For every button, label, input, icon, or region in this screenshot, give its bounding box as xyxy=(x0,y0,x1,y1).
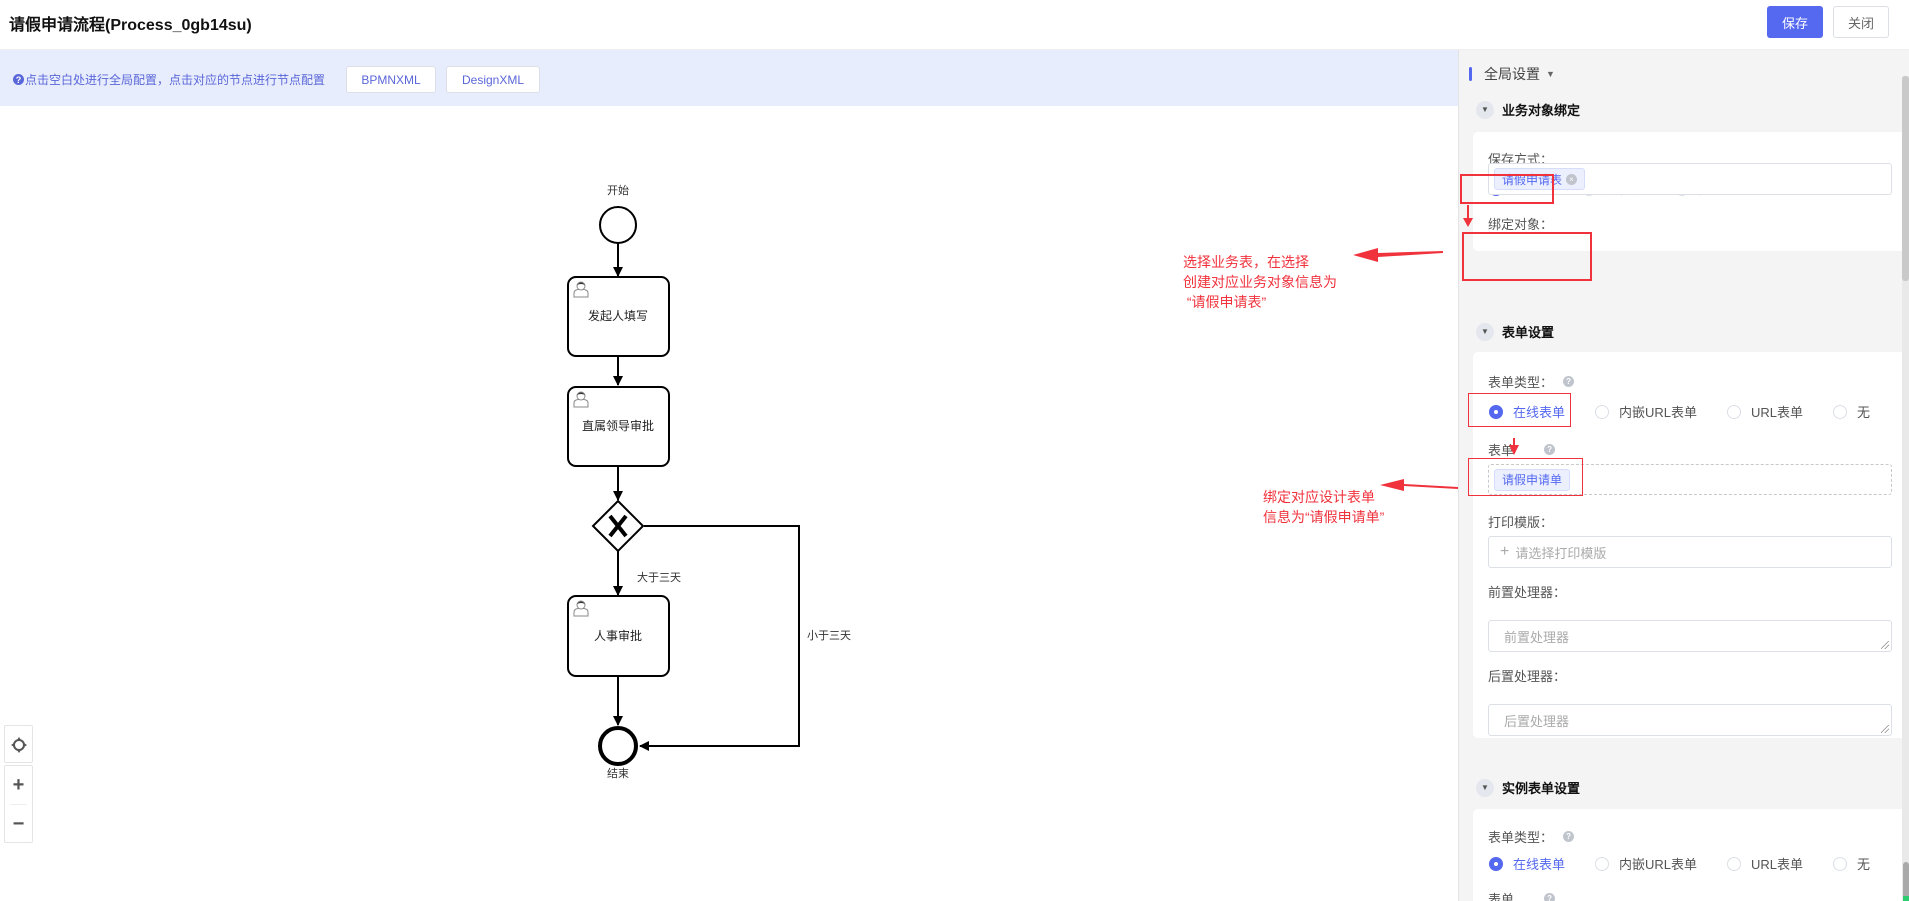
flow-gateway-to-end[interactable] xyxy=(639,525,800,751)
scroll-indicator xyxy=(1903,896,1909,901)
print-template-label: 打印模版： xyxy=(1488,515,1554,530)
task-label: 直属领导审批 xyxy=(582,418,654,433)
help-icon: ? xyxy=(1544,444,1556,455)
plus-icon: + xyxy=(1500,543,1510,560)
global-settings-dropdown[interactable]: 全局设置 ▼ xyxy=(1469,64,1555,84)
reset-view-icon xyxy=(5,726,32,764)
radio-online-form[interactable]: 在线表单 xyxy=(1489,854,1565,873)
annotation-note-business: 选择业务表，在选择 创建对应业务对象信息为 “请假申请表” xyxy=(1183,254,1337,310)
exclusive-gateway[interactable] xyxy=(591,499,645,553)
info-bar: ? 点击空白处进行全局配置，点击对应的节点进行节点配置 xyxy=(0,50,1458,106)
radio-embedded-url-form[interactable]: 内嵌URL表单 xyxy=(1595,854,1697,873)
section-business-toggle[interactable]: ▼ 业务对象绑定 xyxy=(1476,100,1580,119)
caret-down-icon: ▼ xyxy=(1546,69,1555,79)
scrollbar-track[interactable] xyxy=(1902,76,1909,901)
form-type-label: 表单类型：? xyxy=(1488,372,1575,391)
scrollbar-thumb-secondary[interactable] xyxy=(1903,862,1909,901)
task-node[interactable]: 直属领导审批 xyxy=(567,386,670,467)
help-icon: ? xyxy=(1563,376,1575,387)
section-title: 实例表单设置 xyxy=(1502,781,1581,796)
flow-label-gt: 大于三天 xyxy=(637,570,681,584)
accent-bar xyxy=(1469,67,1472,81)
instance-form-type-label: 表单类型：? xyxy=(1488,827,1575,846)
radio-none[interactable]: 无 xyxy=(1833,402,1870,421)
section-title: 业务对象绑定 xyxy=(1502,103,1581,118)
header: 请假申请流程(Process_0gb14su) 保存 关闭 xyxy=(0,0,1909,50)
save-button[interactable]: 保存 xyxy=(1767,6,1823,38)
bpmn-xml-button[interactable]: BPMNXML xyxy=(346,66,436,93)
start-event[interactable] xyxy=(599,206,637,244)
post-processor-label: 后置处理器： xyxy=(1488,669,1567,684)
radio-embedded-url-form[interactable]: 内嵌URL表单 xyxy=(1595,402,1697,421)
reset-view-button[interactable] xyxy=(4,725,33,763)
instance-form-card: 表单类型：? 在线表单 内嵌URL表单 URL表单 无 表单? xyxy=(1473,809,1907,901)
bpmn-canvas[interactable] xyxy=(0,106,1458,901)
end-event[interactable] xyxy=(598,726,638,766)
radio-url-form[interactable]: URL表单 xyxy=(1727,402,1803,421)
resize-handle-icon[interactable] xyxy=(1881,725,1889,733)
form-tag: 请假申请单 xyxy=(1494,468,1571,491)
info-hint: ? 点击空白处进行全局配置，点击对应的节点进行节点配置 xyxy=(13,71,325,88)
zoom-control-group: + − xyxy=(4,765,33,843)
zoom-out-icon[interactable]: − xyxy=(12,812,25,835)
properties-panel: 全局设置 ▼ ▼ 业务对象绑定 保存方式： 业务表 实例表 无 绑定对象： 请假… xyxy=(1458,50,1909,901)
instance-form-label: 表单? xyxy=(1488,889,1556,901)
collapse-icon: ▼ xyxy=(1476,322,1494,341)
section-title: 表单设置 xyxy=(1502,325,1555,340)
form-type-radio-group: 在线表单 内嵌URL表单 URL表单 无 xyxy=(1489,402,1870,421)
pre-processor-label: 前置处理器： xyxy=(1488,585,1567,600)
x-icon xyxy=(608,514,628,538)
close-button[interactable]: 关闭 xyxy=(1833,6,1889,38)
question-circle-icon: ? xyxy=(13,74,24,85)
collapse-icon: ▼ xyxy=(1476,100,1494,119)
radio-none[interactable]: 无 xyxy=(1833,854,1870,873)
collapse-icon: ▼ xyxy=(1476,778,1494,797)
start-event-label: 开始 xyxy=(607,183,629,197)
section-instance-form-toggle[interactable]: ▼ 实例表单设置 xyxy=(1476,778,1580,797)
resize-handle-icon[interactable] xyxy=(1881,641,1889,649)
design-xml-button[interactable]: DesignXML xyxy=(446,66,540,93)
info-hint-text: 点击空白处进行全局配置，点击对应的节点进行节点配置 xyxy=(25,73,326,87)
bind-object-tag: 请假申请表 × xyxy=(1494,168,1586,190)
zoom-in-icon[interactable]: + xyxy=(12,773,25,796)
help-icon: ? xyxy=(1544,893,1556,901)
annotation-note-form: 绑定对应设计表单 信息为“请假申请单” xyxy=(1263,489,1385,525)
post-processor-textarea[interactable]: 后置处理器 xyxy=(1488,704,1892,736)
bind-object-label: 绑定对象： xyxy=(1488,217,1554,232)
form-label: 表单? xyxy=(1488,440,1556,459)
flow-label-lt: 小于三天 xyxy=(807,629,851,642)
task-node[interactable]: 人事审批 xyxy=(567,595,670,677)
print-template-select[interactable]: + 请选择打印模版 xyxy=(1488,536,1892,568)
task-node[interactable]: 发起人填写 xyxy=(567,276,670,357)
task-label: 人事审批 xyxy=(594,628,642,643)
radio-url-form[interactable]: URL表单 xyxy=(1727,854,1803,873)
task-label: 发起人填写 xyxy=(588,308,648,323)
remove-tag-icon[interactable]: × xyxy=(1566,173,1578,185)
pre-processor-textarea[interactable]: 前置处理器 xyxy=(1488,620,1892,652)
form-card: 表单类型：? 在线表单 内嵌URL表单 URL表单 无 表单? 请假申请单 打印… xyxy=(1473,352,1907,738)
help-icon: ? xyxy=(1563,831,1575,842)
form-select[interactable]: 请假申请单 xyxy=(1488,464,1892,495)
bpmn-diagram: 开始 发起人填写 直属领导审批 大于三天 小于三天 人事审批 结束 xyxy=(567,183,851,780)
radio-online-form[interactable]: 在线表单 xyxy=(1489,402,1565,421)
section-form-toggle[interactable]: ▼ 表单设置 xyxy=(1476,322,1554,341)
panel-title: 全局设置 xyxy=(1484,66,1540,82)
end-event-label: 结束 xyxy=(607,767,629,780)
page-title: 请假申请流程(Process_0gb14su) xyxy=(9,17,252,34)
instance-form-type-radio-group: 在线表单 内嵌URL表单 URL表单 无 xyxy=(1489,854,1870,873)
bind-object-input[interactable]: 请假申请表 × xyxy=(1488,163,1892,195)
scrollbar-thumb[interactable] xyxy=(1902,76,1909,281)
